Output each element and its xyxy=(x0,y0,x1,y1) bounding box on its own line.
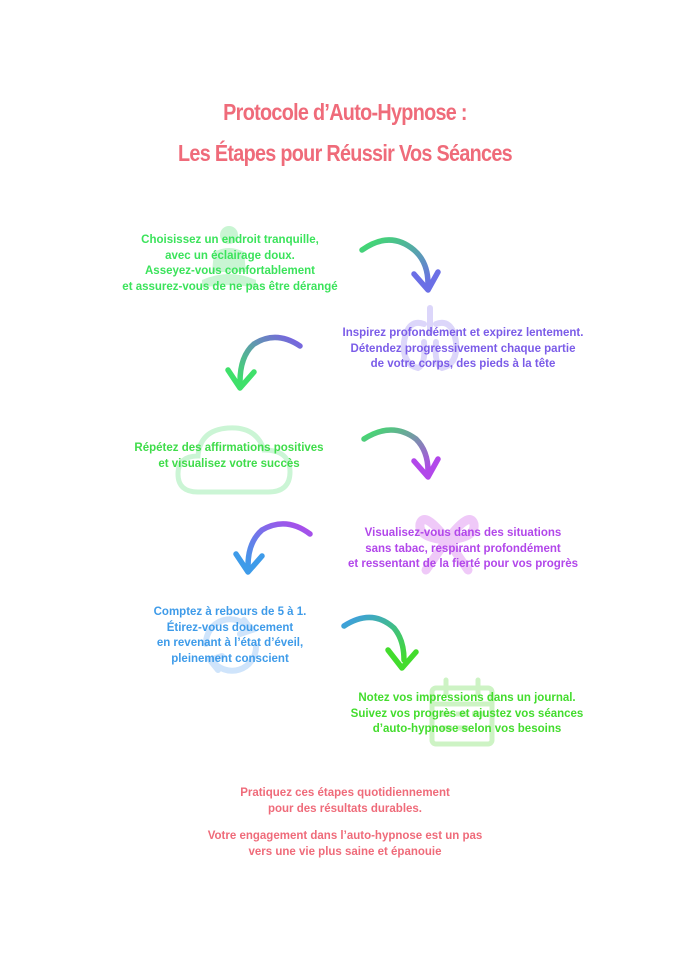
step-5-text: Comptez à rebours de 5 à 1. Étirez-vous … xyxy=(130,605,330,667)
footer-line-4: vers une vie plus saine et épanouie xyxy=(248,846,442,858)
calendar-icon xyxy=(429,677,495,747)
step-2-text: Inspirez profondément et expirez lenteme… xyxy=(318,326,608,373)
step-2-line: Détendez progressivement chaque partie xyxy=(350,342,576,355)
cloud-icon xyxy=(175,425,293,495)
curved-arrow-2 xyxy=(225,334,303,391)
step-4-text: Visualisez-vous dans des situations sans… xyxy=(318,526,608,573)
step-6-line: d’auto-hypnose selon vos besoins xyxy=(372,723,562,735)
step-5-line: pleinement conscient xyxy=(171,652,289,665)
step-5-line: Étirez-vous doucement xyxy=(166,621,294,634)
step-4-line: Visualisez-vous dans des situations xyxy=(364,527,562,539)
curved-arrow-4 xyxy=(233,521,313,575)
step-4-line: et ressentant de la fierté pour vos prog… xyxy=(347,558,579,570)
page-title-line-1: Protocole d’Auto-Hypnose : xyxy=(223,99,467,125)
step-1-line: Asseyez-vous confortablement xyxy=(145,265,315,277)
meditation-person-icon xyxy=(202,226,256,288)
step-1-line: Choisissez un endroit tranquille, xyxy=(141,234,319,246)
step-5-line: Comptez à rebours de 5 à 1. xyxy=(153,606,307,618)
curved-arrow-1 xyxy=(359,237,441,293)
curved-arrow-5 xyxy=(341,614,419,671)
step-1-line: et assurez-vous de ne pas être dérangé xyxy=(122,280,338,293)
step-6-line: Notez vos impressions dans un journal. xyxy=(358,692,576,704)
step-1-line: avec un éclairage doux. xyxy=(165,249,295,262)
step-3-line: Répétez des affirmations positives xyxy=(134,442,324,454)
footer-line-2: pour des résultats durables. xyxy=(267,803,422,815)
step-2-line: Inspirez profondément et expirez lenteme… xyxy=(342,327,584,339)
step-5-line: en revenant à l’état d’éveil, xyxy=(156,637,304,649)
step-2-line: de votre corps, des pieds à la tête xyxy=(370,358,556,370)
lungs-icon xyxy=(400,305,460,372)
footer-line-3: Votre engagement dans l’auto-hypnose est… xyxy=(207,830,483,842)
step-1-text: Choisissez un endroit tranquille, avec u… xyxy=(100,233,360,295)
footer-line-1: Pratiquez ces étapes quotidiennement xyxy=(240,787,450,799)
ribbon-icon xyxy=(415,515,479,575)
refresh-icon xyxy=(202,616,260,674)
step-6-line: Suivez vos progrès et ajustez vos séance… xyxy=(350,707,584,720)
curved-arrow-3 xyxy=(361,427,441,480)
page-title-line-2: Les Étapes pour Réussir Vos Séances xyxy=(178,140,513,166)
step-3-line: et visualisez votre succès xyxy=(158,457,300,470)
step-6-text: Notez vos impressions dans un journal. S… xyxy=(322,691,612,738)
step-3-text: Répétez des affirmations positives et vi… xyxy=(106,441,352,472)
step-4-line: sans tabac, respirant profondément xyxy=(365,542,561,555)
